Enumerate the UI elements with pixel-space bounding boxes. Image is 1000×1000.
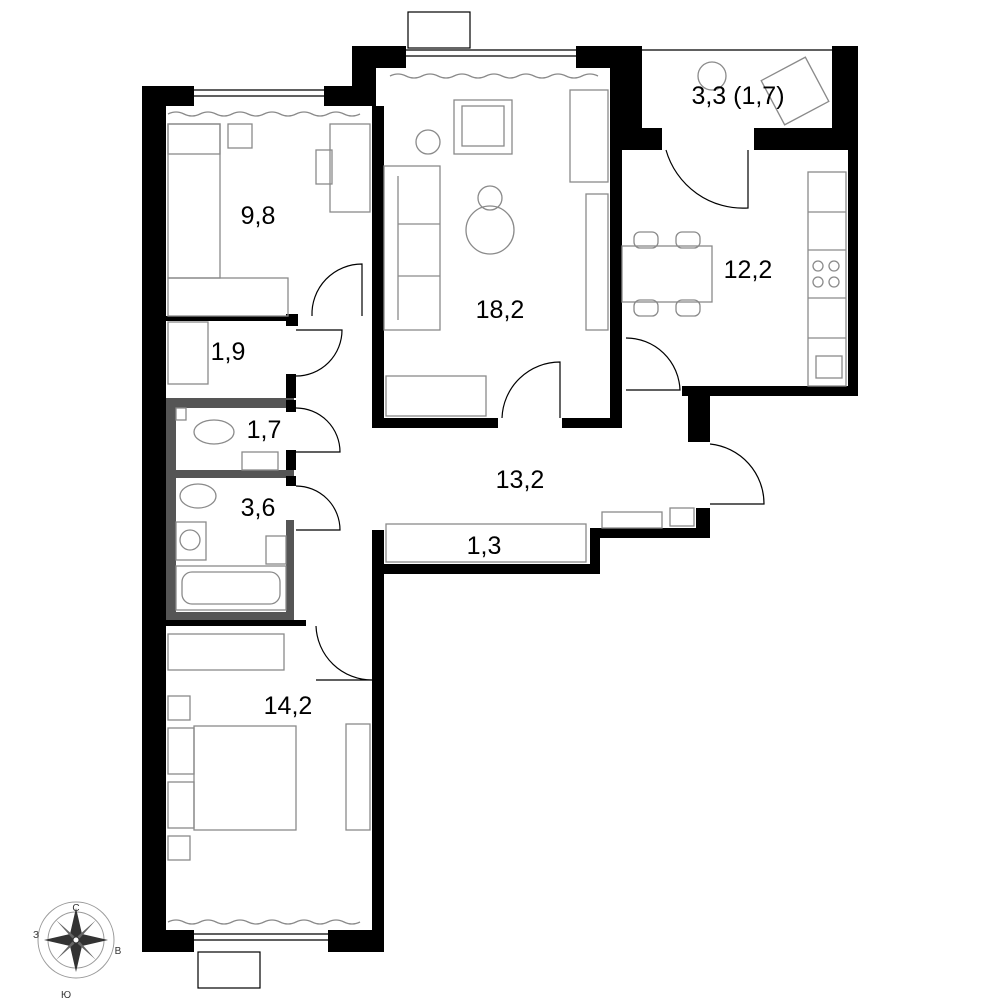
walls xyxy=(142,46,858,952)
compass-rose-icon: С Ю В З xyxy=(33,901,122,1000)
windows xyxy=(167,49,832,941)
wardrobe-bedroom-small xyxy=(167,277,289,317)
wardrobe-bedroom-large xyxy=(167,633,285,671)
window-bay-bottom xyxy=(197,951,261,989)
label-wardrobe: 1,9 xyxy=(211,338,246,366)
label-balcony: 3,3 (1,7) xyxy=(691,82,784,110)
toilet-sink xyxy=(241,451,279,471)
label-storage: 1,3 xyxy=(467,532,502,560)
armchair xyxy=(453,99,513,155)
compass-west: З xyxy=(33,930,39,941)
bath-sink xyxy=(265,535,287,565)
label-living-room: 18,2 xyxy=(476,296,525,324)
bathtub xyxy=(175,565,287,611)
kitchen-sink xyxy=(815,355,843,379)
toilet-bowl xyxy=(193,419,235,445)
label-bedroom-large: 14,2 xyxy=(264,692,313,720)
double-bed xyxy=(193,725,297,831)
label-hall: 13,2 xyxy=(496,466,545,494)
label-toilet: 1,7 xyxy=(247,416,282,444)
kitchen-counter xyxy=(807,171,847,387)
bath-toilet xyxy=(179,483,217,509)
window-bay-top xyxy=(407,11,471,49)
room-labels: 9,8 18,2 3,3 (1,7) 12,2 1,9 1,7 3,6 13,2… xyxy=(211,82,785,720)
coffee-table xyxy=(465,205,515,255)
desk xyxy=(329,123,371,213)
doors xyxy=(295,149,765,681)
tv-stand xyxy=(585,193,609,331)
furniture xyxy=(167,56,847,861)
label-kitchen: 12,2 xyxy=(724,256,773,284)
dining-table xyxy=(621,245,713,303)
label-bathroom: 3,6 xyxy=(241,494,276,522)
wardrobe-living xyxy=(385,375,487,417)
compass-east: В xyxy=(115,946,122,957)
tv-stand-bedroom xyxy=(345,723,371,831)
closet-rack xyxy=(167,321,209,385)
balcony-chair xyxy=(760,56,830,126)
storage-rack xyxy=(385,523,587,563)
single-bed xyxy=(167,123,221,279)
living-desk xyxy=(569,89,609,183)
compass-north: С xyxy=(72,903,79,914)
washing-machine xyxy=(175,521,207,561)
compass-south: Ю xyxy=(61,990,71,1000)
sofa xyxy=(383,165,441,331)
label-bedroom-small: 9,8 xyxy=(241,202,276,230)
